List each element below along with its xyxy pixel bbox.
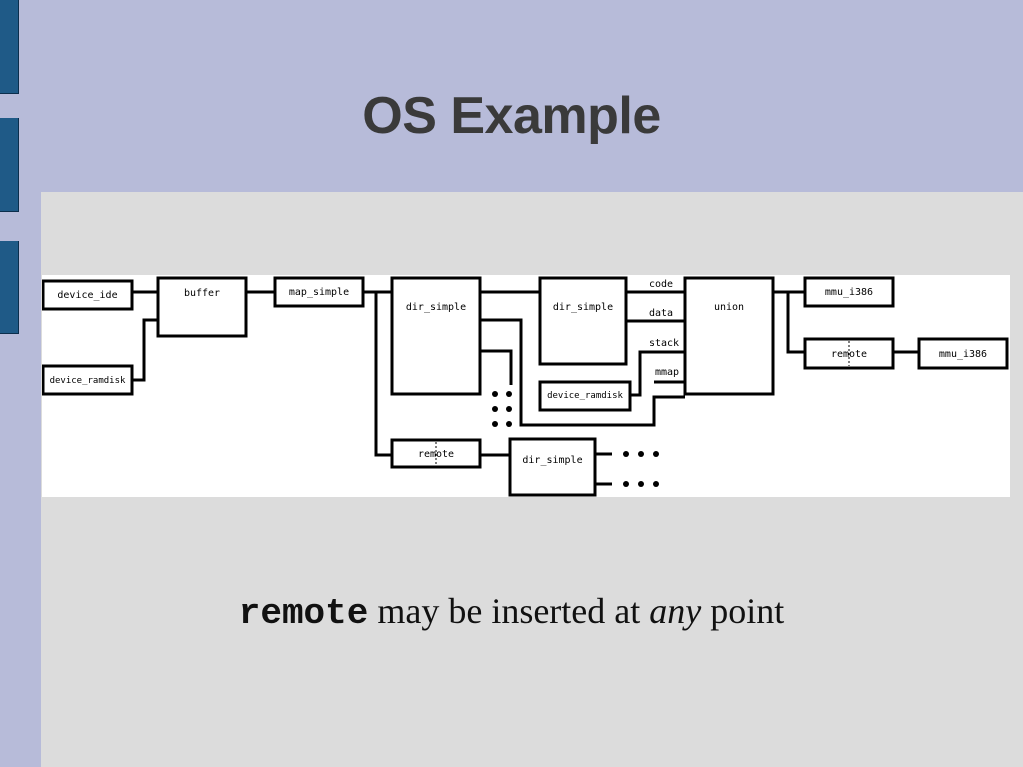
block-device-ramdisk-mid: device_ramdisk (538, 380, 632, 412)
block-label: mmu_i386 (939, 349, 987, 360)
slide-tab-1 (0, 0, 19, 94)
port-label-stack: stack (649, 338, 679, 349)
block-label: union (714, 302, 744, 313)
port-label-mmap: mmap (655, 367, 679, 378)
block-label: dir_simple (522, 455, 582, 466)
block-label: device_ide (57, 290, 117, 301)
block-mmu-i386-1: mmu_i386 (803, 276, 895, 308)
block-dir-simple-2: dir_simple (538, 276, 628, 366)
block-union: union (683, 276, 775, 396)
slide-title: OS Example (362, 87, 661, 145)
block-mmu-i386-2: mmu_i386 (917, 337, 1009, 370)
horizontal-ellipsis-top (623, 451, 659, 457)
block-label: device_ramdisk (547, 391, 623, 401)
block-device-ide: device_ide (42, 279, 134, 311)
slide-tab-3 (0, 241, 19, 334)
caption-emphasis: any (649, 591, 702, 631)
block-label: buffer (184, 288, 220, 299)
port-label-code: code (649, 279, 673, 290)
block-buffer: buffer (156, 276, 248, 338)
block-label: device_ramdisk (50, 376, 126, 386)
block-label: dir_simple (406, 302, 466, 313)
vertical-ellipsis (492, 391, 512, 427)
block-map-simple: map_simple (273, 276, 365, 308)
block-label: dir_simple (553, 302, 613, 313)
caption-text-1: may be inserted at (368, 591, 650, 631)
block-dir-simple-1: dir_simple (390, 276, 482, 396)
block-dir-simple-3: dir_simple (508, 437, 597, 497)
block-label: remote (418, 449, 454, 460)
block-label: map_simple (289, 287, 349, 298)
block-device-ramdisk-left: device_ramdisk (42, 364, 134, 396)
block-remote-right: remote (803, 337, 895, 370)
block-label: mmu_i386 (825, 287, 873, 298)
caption-keyword: remote (238, 593, 369, 634)
horizontal-ellipsis-bottom (623, 481, 659, 487)
slide-caption: remote may be inserted at any point (0, 590, 1023, 634)
port-label-data: data (649, 308, 673, 319)
block-label: remote (831, 349, 867, 360)
connection-lines (132, 290, 919, 486)
slide-tab-2 (0, 118, 19, 212)
caption-text-2: point (701, 591, 785, 631)
os-module-diagram: device_ide device_ramdisk buffer map_sim… (42, 275, 1010, 497)
block-remote-bottom: remote (390, 438, 482, 469)
